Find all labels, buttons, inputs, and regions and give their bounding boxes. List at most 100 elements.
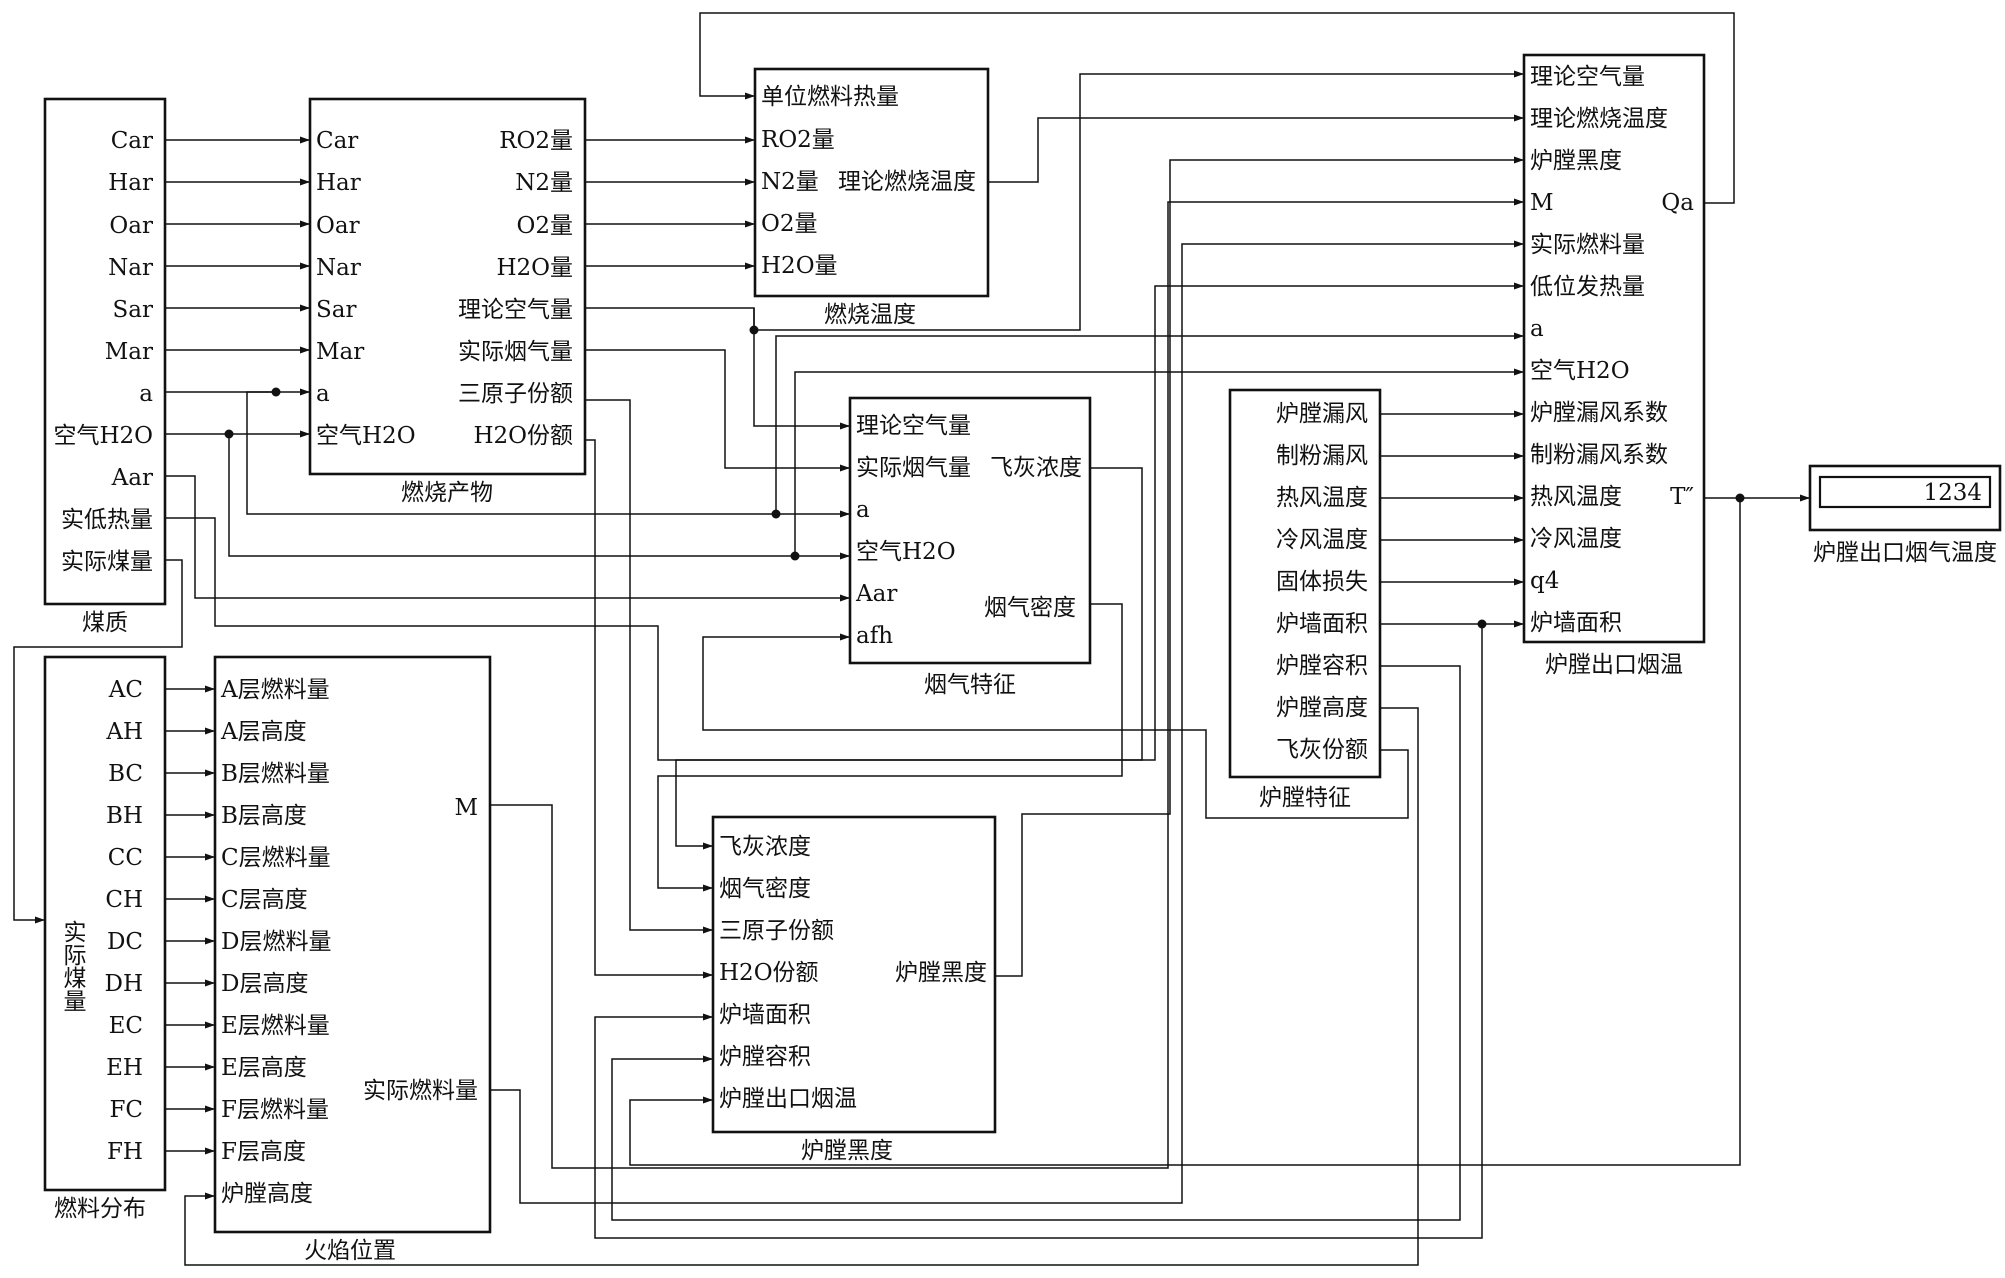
port-label: O2量 <box>761 211 818 237</box>
port-label: Sar <box>113 297 153 323</box>
port-label: 制粉漏风系数 <box>1530 442 1668 468</box>
port-label: Mar <box>105 339 153 365</box>
port-label: N2量 <box>761 169 819 195</box>
port-label: Oar <box>109 213 153 239</box>
port-label: Car <box>111 128 153 154</box>
port-label: 单位燃料热量 <box>761 84 899 110</box>
port-label: 炉膛漏风 <box>1276 401 1368 427</box>
block-flamepos-frame <box>213 655 492 1234</box>
wire-20 <box>794 368 1524 556</box>
port-label: 冷风温度 <box>1530 526 1622 552</box>
port-label: 炉膛黑度 <box>1530 148 1622 174</box>
junction-dot-3 <box>790 551 800 561</box>
display-value-box <box>1818 475 1992 509</box>
port-label: 炉膛高度 <box>1276 695 1368 721</box>
port-label: 炉膛出口烟温 <box>719 1086 857 1112</box>
port-label: B层高度 <box>221 803 307 829</box>
block-title: 煤质 <box>82 610 128 636</box>
junction-dot-2 <box>771 509 781 519</box>
port-label: E层燃料量 <box>221 1013 330 1039</box>
port-label: 三原子份额 <box>719 918 834 944</box>
wire-36 <box>184 707 1419 1266</box>
block-combtemp-frame <box>753 67 990 298</box>
port-label: 理论燃烧温度 <box>1530 106 1668 132</box>
wire-17 <box>246 391 850 518</box>
port-label: H2O量 <box>496 255 573 281</box>
port-label: 热风温度 <box>1276 485 1368 511</box>
junction-dot-5 <box>1735 493 1745 503</box>
port-label: 三原子份额 <box>458 381 573 407</box>
port-label: C层燃料量 <box>221 845 331 871</box>
junction-dots <box>224 325 1745 629</box>
block-title: 炉膛黑度 <box>801 1138 893 1164</box>
block-title: 炉膛特征 <box>1259 785 1351 811</box>
port-label: B层燃料量 <box>221 761 330 787</box>
block-flame-position: A层燃料量 A层高度 B层燃料量 B层高度 C层燃料量 C层高度 D层燃料量 D… <box>213 655 492 1264</box>
port-label: 热风温度 <box>1530 484 1622 510</box>
port-label: CC <box>108 845 143 871</box>
port-label: 空气H2O <box>316 423 416 449</box>
port-label: M <box>1530 190 1554 216</box>
port-label: a <box>139 381 153 407</box>
block-combustion-products: Car Har Oar Nar Sar Mar a 空气H2O RO2量 N2量… <box>308 97 587 506</box>
port-label: Har <box>108 170 153 196</box>
port-label: D层高度 <box>221 971 308 997</box>
wire-27 <box>995 156 1524 977</box>
port-label: 固体损失 <box>1276 569 1368 595</box>
junction-dot-0 <box>271 387 281 397</box>
port-label: q4 <box>1530 568 1559 594</box>
block-fueldist-frame <box>43 655 167 1192</box>
port-label: 冷风温度 <box>1276 527 1368 553</box>
port-label: afh <box>856 623 893 649</box>
port-label: C层高度 <box>221 887 308 913</box>
port-label: AH <box>105 719 143 745</box>
port-label: AC <box>108 677 143 703</box>
block-flue-gas: 理论空气量 实际烟气量 a 空气H2O Aar afh 飞灰浓度 烟气密度 烟气… <box>848 396 1092 698</box>
wire-42 <box>13 559 183 924</box>
port-label: M <box>454 795 478 821</box>
port-label: Sar <box>316 297 356 323</box>
port-label: a <box>316 381 330 407</box>
port-label: 空气H2O <box>1530 358 1630 384</box>
wire-37 <box>702 633 1409 819</box>
junction-dot-6 <box>749 325 759 335</box>
port-label: Qa <box>1661 190 1694 216</box>
port-label: A层燃料量 <box>220 677 330 703</box>
block-exittemp-frame <box>1522 53 1706 644</box>
port-label: 制粉漏风 <box>1276 443 1368 469</box>
wire-22 <box>165 282 1524 761</box>
port-label: 飞灰份额 <box>1276 737 1368 763</box>
port-label: 烟气密度 <box>984 595 1076 621</box>
port-label: Aar <box>855 581 897 607</box>
port-label: 炉膛黑度 <box>895 960 987 986</box>
block-coal-frame <box>43 97 167 606</box>
port-label: O2量 <box>517 213 574 239</box>
port-label: 实低热量 <box>61 507 153 533</box>
wire-14 <box>585 307 850 430</box>
port-label: RO2量 <box>499 128 573 154</box>
port-label: A层高度 <box>220 719 307 745</box>
port-label: 实际烟气量 <box>856 455 971 481</box>
wire-41 <box>490 240 1524 1204</box>
junction-dot-4 <box>1477 619 1487 629</box>
port-label: a <box>1530 316 1544 342</box>
block-furnace-properties: 炉膛漏风 制粉漏风 热风温度 冷风温度 固体损失 炉墙面积 炉膛容积 炉膛高度 … <box>1228 388 1382 811</box>
port-label: H2O量 <box>761 253 838 279</box>
port-label: 飞灰浓度 <box>719 834 811 860</box>
block-title: 烟气特征 <box>924 672 1016 698</box>
port-label: 理论空气量 <box>856 413 971 439</box>
port-label: Mar <box>316 339 364 365</box>
block-title: 火焰位置 <box>304 1238 396 1264</box>
block-title: 燃烧温度 <box>824 302 916 328</box>
block-furnace-emissivity: 飞灰浓度 烟气密度 三原子份额 H2O份额 炉墙面积 炉膛容积 炉膛出口烟温 炉… <box>711 815 997 1164</box>
port-label: 炉膛容积 <box>1276 653 1368 679</box>
port-label: 理论空气量 <box>1530 64 1645 90</box>
port-label: Aar <box>111 465 153 491</box>
port-label: Oar <box>316 213 360 239</box>
port-label: 实际燃料量 <box>1530 232 1645 258</box>
wire-13 <box>988 114 1524 183</box>
fueldist-vertical-input-label: 实际煤量 <box>59 920 87 1012</box>
block-emissivity-frame <box>711 815 997 1134</box>
temperature-display: 1234 炉膛出口烟气温度 <box>1808 464 2002 566</box>
port-label: Nar <box>316 255 361 281</box>
